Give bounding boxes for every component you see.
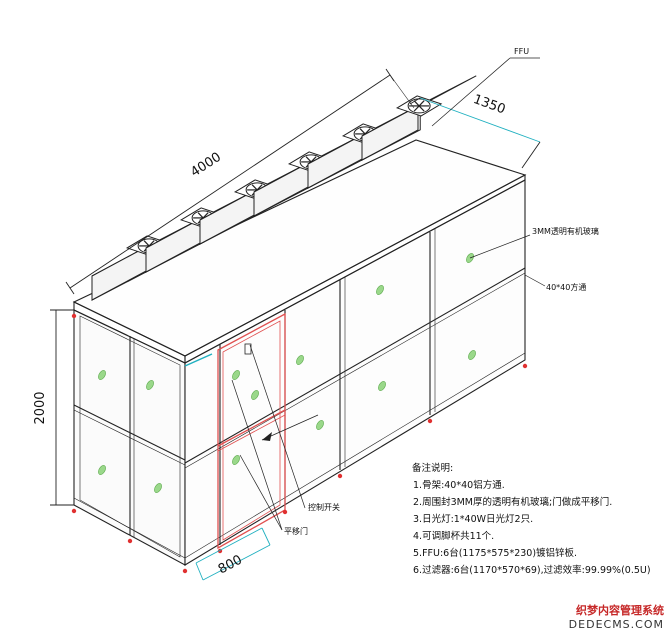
- adjustable-feet: [71, 313, 528, 574]
- glass-mark: [232, 455, 240, 465]
- glass-mark: [376, 285, 384, 295]
- ffu-units: [91, 75, 477, 301]
- dim-width-ext-b: [521, 141, 541, 169]
- foot-mark: [71, 508, 77, 514]
- foot-mark: [522, 363, 528, 369]
- foot-mark: [282, 509, 288, 515]
- glass-mark: [232, 370, 240, 380]
- notes-item-2: 2.周围封3MM厚的透明有机玻璃;门做成平移门.: [413, 496, 612, 508]
- label-profile: 40*40方通: [546, 282, 586, 292]
- dimension-lines: [50, 68, 541, 581]
- notes-item-5: 5.FFU:6台(1175*575*230)镀铝锌板.: [413, 547, 577, 559]
- glass-mark: [98, 370, 106, 380]
- notes-item-4: 4.可调脚杯共11个.: [413, 530, 494, 542]
- fan-blade: [418, 105, 425, 112]
- dim-door-ext-a: [195, 562, 204, 581]
- fan-blade: [256, 184, 263, 191]
- fan-blade: [413, 100, 420, 107]
- control-switch-box: [244, 343, 252, 355]
- leader-profile: [524, 274, 546, 287]
- fan-blade: [364, 128, 371, 135]
- foot-mark: [337, 473, 343, 479]
- side-mid-rail: [184, 267, 526, 464]
- leader-sliding-door-b: [239, 454, 283, 531]
- fan-blade: [143, 240, 150, 247]
- bottom-rail: [184, 352, 526, 559]
- door-arrow-head: [262, 432, 272, 441]
- glass-mark: [296, 355, 304, 365]
- foot-mark: [182, 568, 188, 574]
- notes-item-6: 6.过滤器:6台(1170*570*69),过滤效率:99.99%(0.5U): [413, 564, 651, 576]
- door-arrow-line: [261, 414, 319, 441]
- leader-glass: [469, 234, 531, 259]
- watermark-main: 织梦内容管理系统: [576, 603, 664, 617]
- dim-height-text: 2000: [33, 391, 48, 424]
- dim-length-tick-a: [65, 281, 75, 295]
- dim-length-line: [69, 74, 391, 289]
- foot-mark: [127, 538, 133, 544]
- dim-width-line: [419, 97, 541, 143]
- dim-width-text: 1350: [471, 92, 507, 117]
- fan-blade: [359, 128, 366, 135]
- dim-door-bottom: [202, 544, 271, 581]
- dim-door-text: 800: [216, 552, 245, 577]
- door-mid-rail-2: [217, 414, 286, 452]
- glass-mark: [251, 390, 259, 400]
- glass-mark: [98, 465, 106, 475]
- dim-door-ext-b: [261, 527, 271, 546]
- glass-mark: [316, 420, 324, 430]
- top-slab-edge-2: [184, 174, 526, 364]
- watermark-sub: DEDECMS.COM: [569, 618, 664, 631]
- leader-control-switch: [249, 344, 306, 509]
- foot-mark: [427, 418, 433, 424]
- door-frame-inner: [222, 320, 281, 541]
- fan-blade: [418, 100, 425, 107]
- watermark: 织梦内容管理系统 DEDECMS.COM: [569, 603, 664, 631]
- notes-item-1: 1.骨架:40*40铝方通.: [413, 479, 505, 491]
- leader-lines: [231, 57, 546, 531]
- dim-door-line: [195, 527, 263, 564]
- side-mid-rail-2: [184, 272, 526, 469]
- leader-ffu: [431, 57, 511, 127]
- leader-sliding-door-a: [231, 379, 283, 531]
- dim-length-text: 4000: [188, 150, 224, 181]
- notes-item-3: 3.日光灯:1*40W日光灯2只.: [413, 513, 533, 525]
- fan-blade: [202, 212, 209, 219]
- fan-blade: [413, 105, 420, 112]
- label-control-switch: 控制开关: [308, 502, 340, 512]
- foot-mark: [71, 313, 77, 319]
- label-ffu: FFU: [514, 47, 529, 56]
- glass-mark: [378, 381, 386, 391]
- notes-title: 备注说明:: [412, 462, 453, 474]
- fan-blade: [251, 184, 258, 191]
- front-face-inner: [79, 315, 181, 558]
- fan-blade: [197, 212, 204, 219]
- label-glass: 3MM透明有机玻璃: [532, 226, 599, 236]
- fan-blade: [310, 156, 317, 163]
- glass-mark: [154, 483, 162, 493]
- dim-length-ext-b: [389, 74, 415, 109]
- notes-block: 备注说明: 1.骨架:40*40铝方通. 2.周围封3MM厚的透明有机玻璃;门做…: [412, 462, 651, 576]
- label-sliding-door: 平移门: [284, 526, 308, 536]
- glass-mark: [146, 380, 154, 390]
- fan-blade: [305, 156, 312, 163]
- fan-blade: [148, 240, 155, 247]
- glass-mark: [468, 350, 476, 360]
- bottom-rail-front: [73, 497, 186, 559]
- glass-panel-marks: [98, 253, 476, 493]
- front-top-highlight: [184, 353, 213, 367]
- dim-width-ext-a: [409, 97, 421, 105]
- cabinet-frame: [72, 139, 527, 566]
